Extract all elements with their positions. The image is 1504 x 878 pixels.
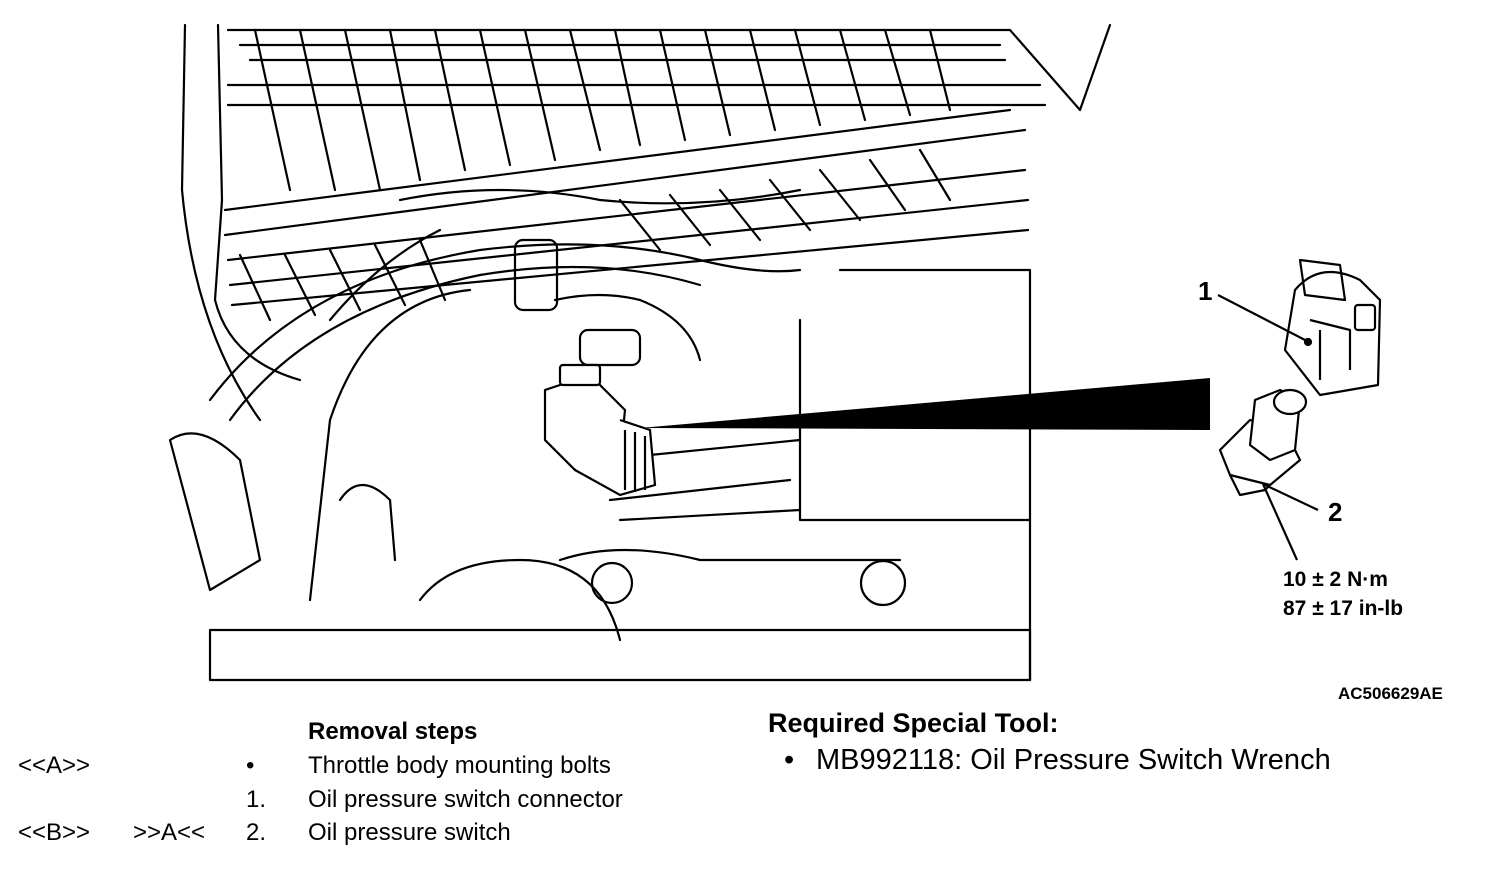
- figure-id: AC506629AE: [1338, 684, 1443, 703]
- special-tool-heading: Required Special Tool:: [768, 708, 1059, 738]
- leader-line-torque: [1261, 483, 1299, 561]
- row-3-number: 2.: [246, 819, 267, 846]
- engine-illustration: [168, 23, 1382, 682]
- special-tool-bullet: •: [784, 744, 795, 776]
- callout-2: 2: [1328, 497, 1343, 527]
- removal-steps-heading: Removal steps: [308, 718, 478, 745]
- row-3-ref-right: >>A<<: [133, 819, 206, 846]
- connector-detail: [1283, 258, 1382, 397]
- row-2-number: 1.: [246, 786, 267, 813]
- row-2-label: Oil pressure switch connector: [308, 786, 623, 813]
- torque-imperial: 87 ± 17 in-lb: [1283, 597, 1404, 620]
- torque-metric: 10 ± 2 N·m: [1283, 568, 1388, 591]
- detail-callout-wedge: [640, 378, 1210, 430]
- special-tool-item: MB992118: Oil Pressure Switch Wrench: [816, 744, 1331, 776]
- hose: [208, 243, 802, 402]
- row-3-ref-left: <<B>>: [18, 819, 91, 846]
- row-1-ref-left: <<A>>: [18, 752, 91, 779]
- manifold-outline: [180, 23, 302, 422]
- oil-pressure-switch-detail: [1218, 388, 1308, 497]
- row-3-label: Oil pressure switch: [308, 819, 511, 846]
- callout-1: 1: [1198, 276, 1213, 306]
- leader-line-1: [1217, 294, 1306, 341]
- row-1-label: Throttle body mounting bolts: [308, 752, 611, 779]
- row-1-bullet: •: [246, 752, 255, 779]
- leader-line-2: [1262, 483, 1319, 511]
- oil-pressure-switch-connector-on-engine: [543, 363, 657, 497]
